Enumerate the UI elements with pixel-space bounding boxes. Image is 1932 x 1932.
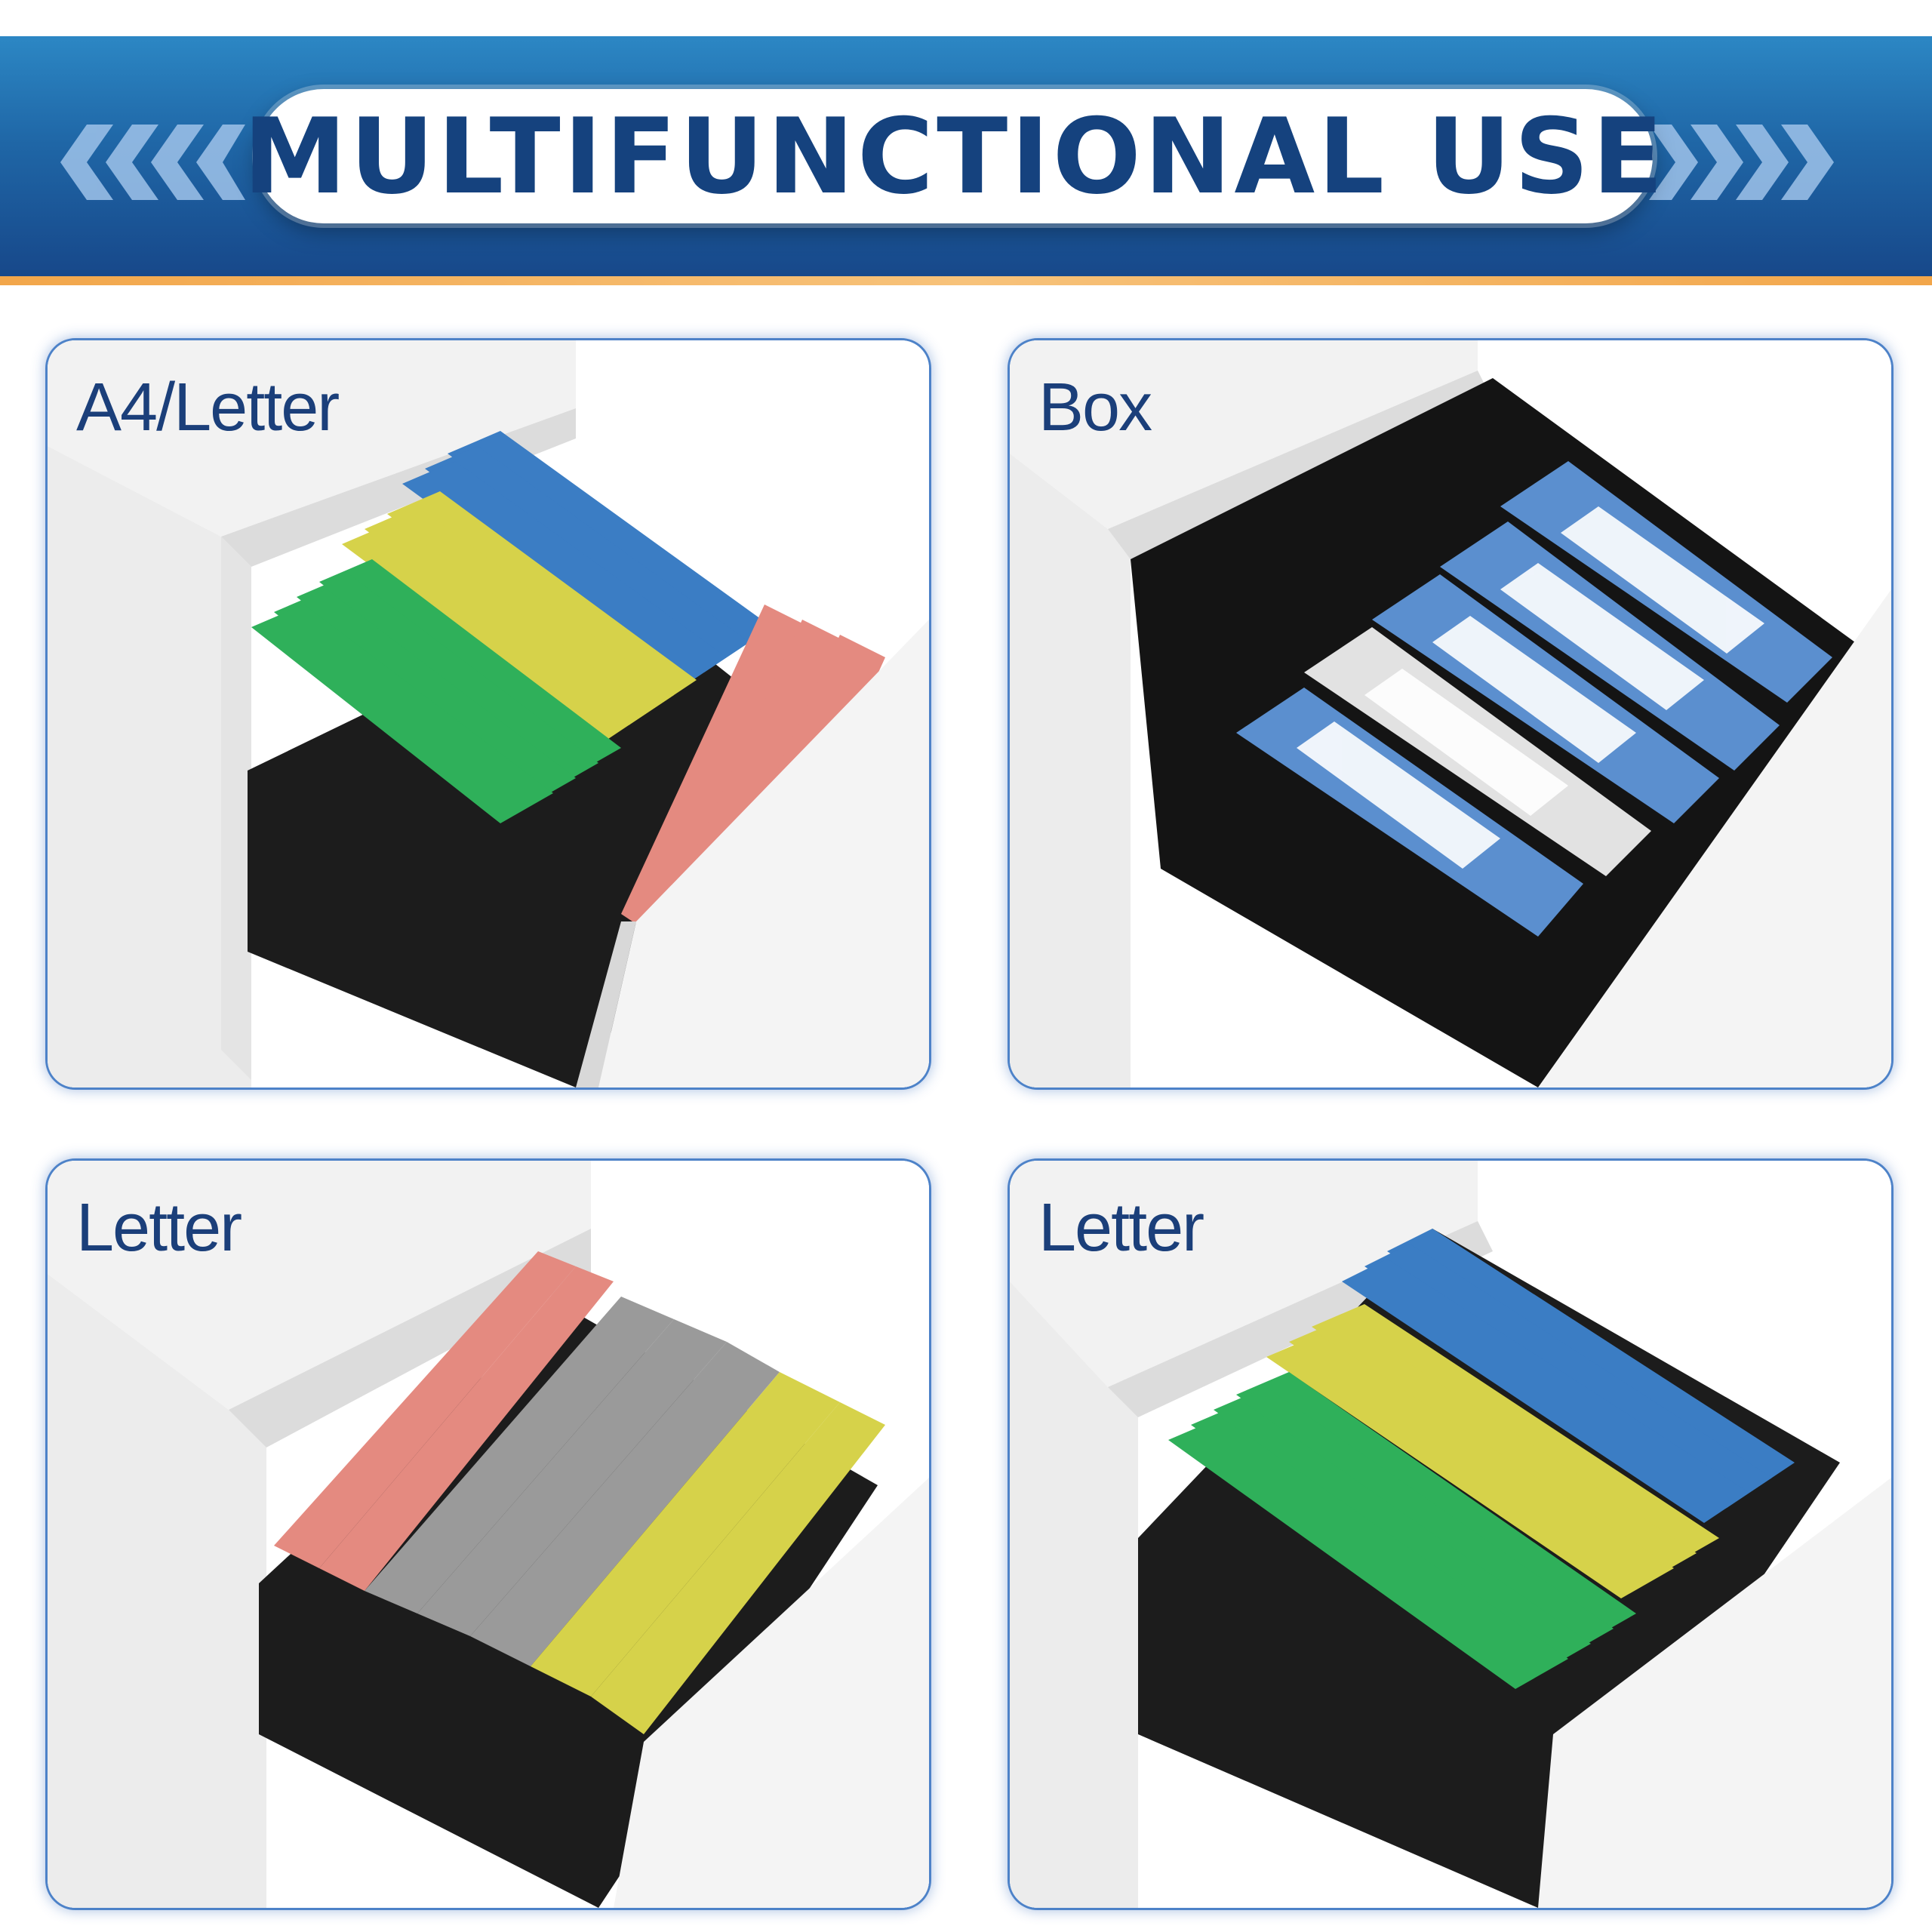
page-title: MULTIFUNCTIONAL USE bbox=[243, 95, 1666, 217]
chevrons-right-icon bbox=[1649, 125, 1834, 200]
panel-label: A4/Letter bbox=[76, 370, 340, 445]
panel-label: Letter bbox=[1038, 1190, 1204, 1266]
drawer-illustration-3 bbox=[48, 1161, 929, 1908]
banner-accent-line bbox=[0, 276, 1932, 285]
panel-box: Box bbox=[1008, 338, 1894, 1090]
drawer-illustration-2 bbox=[1010, 340, 1891, 1088]
panel-a4-letter: A4/Letter bbox=[45, 338, 931, 1090]
panel-letter-2: Letter bbox=[1008, 1158, 1894, 1910]
panel-label: Letter bbox=[76, 1190, 242, 1266]
title-pill: MULTIFUNCTIONAL USE bbox=[243, 89, 1663, 223]
drawer-illustration-4 bbox=[1010, 1161, 1891, 1908]
chevrons-left-icon bbox=[60, 125, 245, 200]
panel-letter-1: Letter bbox=[45, 1158, 931, 1910]
drawer-illustration-1 bbox=[48, 340, 929, 1088]
binders bbox=[1236, 461, 1832, 937]
panel-label: Box bbox=[1038, 370, 1152, 445]
